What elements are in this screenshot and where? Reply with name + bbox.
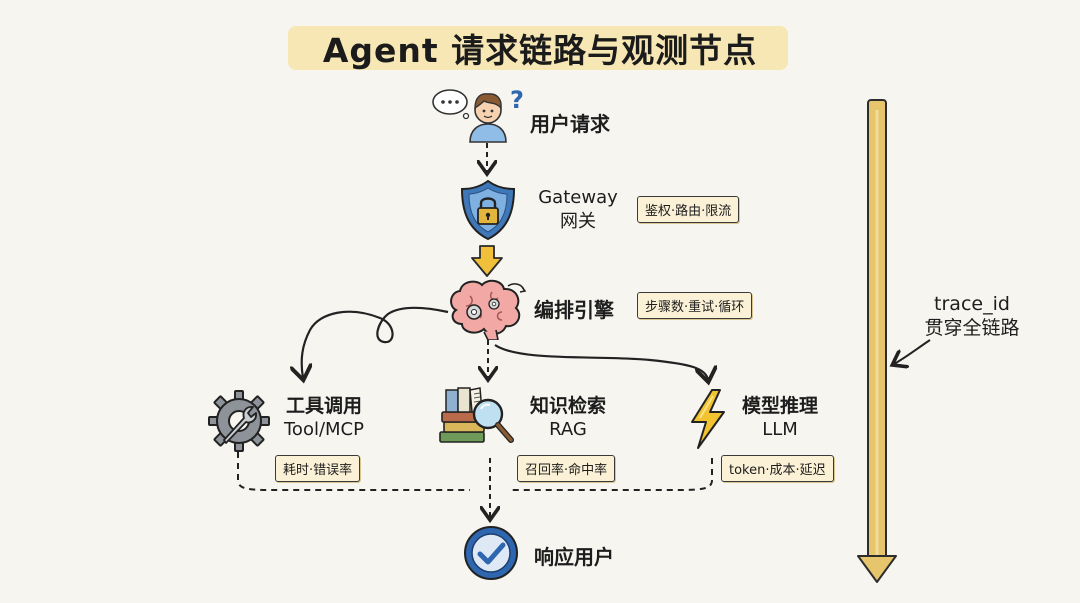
orchestrator-metrics-tag: 步骤数·重试·循环: [637, 292, 753, 319]
arrow-gateway-orchestrator: [471, 245, 503, 277]
shield-lock-icon: [460, 179, 516, 241]
trace-id-desc: 贯穿全链路: [924, 317, 1020, 339]
arrow-trace-label: [894, 339, 931, 364]
gear-wrench-icon: [208, 390, 270, 452]
trace-id-label: trace_id 贯穿全链路: [902, 292, 1042, 340]
checkmark-icon: [464, 526, 518, 580]
tool-subtitle: Tool/MCP: [284, 419, 364, 440]
page-title: Agent 请求链路与观测节点: [322, 31, 758, 70]
gateway-metrics-tag: 鉴权·路由·限流: [637, 196, 740, 223]
response-label: 响应用户: [534, 545, 614, 569]
gateway-title: Gateway: [538, 187, 618, 208]
orchestrator-label: 编排引擎: [534, 298, 614, 322]
user-request-label: 用户请求: [530, 112, 610, 136]
lightning-icon: [691, 389, 725, 449]
title-highlight: [288, 26, 788, 70]
rag-metrics-tag: 召回率·命中率: [517, 455, 616, 482]
tool-label: 工具调用 Tool/MCP: [274, 394, 374, 442]
arrow-orchestrator-tool: [302, 306, 449, 378]
rag-label: 知识检索 RAG: [518, 394, 618, 442]
brain-gear-icon: [450, 279, 527, 340]
llm-metrics-tag: token·成本·延迟: [721, 455, 834, 482]
gateway-label: Gateway 网关: [528, 186, 628, 234]
arrow-orchestrator-llm: [494, 344, 708, 380]
rag-title: 知识检索: [529, 395, 606, 417]
gateway-subtitle: 网关: [560, 211, 596, 232]
llm-subtitle: LLM: [762, 419, 798, 440]
rag-subtitle: RAG: [549, 419, 587, 440]
llm-label: 模型推理 LLM: [730, 394, 830, 442]
books-magnifier-icon: [439, 387, 514, 443]
trace-bar: [857, 99, 897, 583]
tool-title: 工具调用: [285, 395, 362, 417]
collector-llm: [510, 458, 713, 491]
thinking-person-icon: ?: [432, 86, 524, 143]
tool-metrics-tag: 耗时·错误率: [275, 455, 361, 482]
svg-text:?: ?: [510, 86, 524, 114]
llm-title: 模型推理: [741, 395, 818, 417]
trace-id-text: trace_id: [934, 293, 1010, 315]
